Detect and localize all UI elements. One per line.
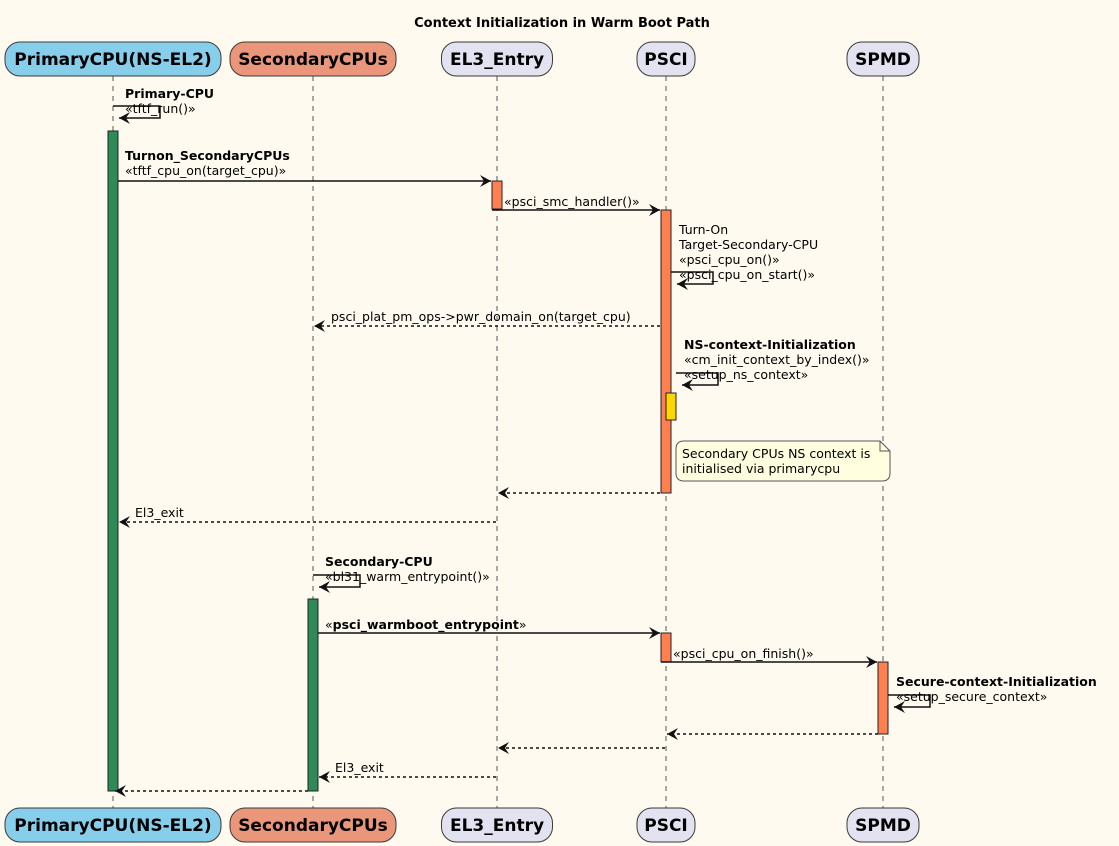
note-text: Secondary CPUs NS context is (682, 446, 870, 461)
participant-label: SPMD (855, 816, 911, 836)
message-m8: El3_exit (119, 505, 496, 528)
message-m9: Secondary-CPU«bl31_warm_entrypoint()» (313, 554, 490, 593)
participant-label: PSCI (644, 50, 688, 70)
participant-psci-top: PSCI (636, 41, 696, 77)
message-m5: psci_plat_pm_ops->pwr_domain_on(target_c… (314, 309, 660, 332)
participant-psci-bottom: PSCI (636, 807, 696, 843)
message-label: «tftf_cpu_on(target_cpu)» (125, 163, 286, 178)
message-m1: Primary-CPU«tftf_run()» (113, 86, 214, 124)
activation-secondary-5 (307, 598, 319, 792)
message-arrow (676, 372, 719, 391)
participant-label: EL3_Entry (450, 816, 544, 836)
message-label: «bl31_warm_entrypoint()» (325, 569, 490, 584)
activation-psci-3 (660, 209, 672, 494)
participant-primary-top: PrimaryCPU(NS-EL2) (4, 41, 222, 77)
participant-label: EL3_Entry (450, 50, 544, 70)
activation-spmd-7 (877, 661, 889, 735)
message-label: Secure-context-Initialization (896, 674, 1097, 689)
message-arrow (313, 574, 361, 593)
participant-label: PrimaryCPU(NS-EL2) (14, 816, 211, 836)
message-m10: «psci_warmboot_entrypoint» (318, 617, 660, 639)
message-m3: «psci_smc_handler()» (492, 194, 660, 216)
participant-label: SPMD (855, 50, 911, 70)
message-label: Turnon_SecondaryCPUs (125, 148, 290, 164)
message-m12: Secure-context-Initialization«setup_secu… (888, 674, 1097, 713)
note: Secondary CPUs NS context isinitialised … (675, 440, 891, 482)
message-label: Primary-CPU (125, 86, 214, 101)
message-label: «setup_secure_context» (896, 689, 1047, 704)
message-label: El3_exit (135, 505, 184, 520)
activation-primary-1 (107, 130, 119, 792)
message-label: El3_exit (335, 760, 384, 775)
message-m2: Turnon_SecondaryCPUs«tftf_cpu_on(target_… (118, 148, 491, 187)
participant-heads: PrimaryCPU(NS-EL2) PrimaryCPU(NS-EL2) Seco… (4, 41, 920, 843)
participant-primary-bottom: PrimaryCPU(NS-EL2) (4, 807, 222, 843)
message-m11: «psci_cpu_on_finish()» (661, 646, 877, 668)
activation-psci-6 (660, 632, 672, 663)
participant-secondary-top: SecondaryCPUs (229, 41, 397, 77)
message-label: «tftf_run()» (125, 101, 196, 116)
messages: Primary-CPU«tftf_run()» Turnon_SecondaryC… (113, 86, 1097, 797)
message-label: Target-Secondary-CPU (678, 237, 818, 252)
message-label: «psci_cpu_on()» (679, 252, 780, 267)
message-label: «cm_init_context_by_index()» (684, 352, 870, 367)
activation-el3-2 (491, 180, 503, 210)
participant-label: SecondaryCPUs (238, 816, 388, 836)
note-text: initialised via primarycpu (682, 461, 840, 476)
message-arrow (671, 271, 714, 290)
participant-label: SecondaryCPUs (238, 50, 388, 70)
activation-psci-4 (665, 392, 677, 421)
diagram-title: Context Initialization in Warm Boot Path (414, 16, 710, 31)
message-label: NS-context-Initialization (684, 337, 856, 352)
message-label: «psci_cpu_on_start()» (679, 267, 815, 282)
participant-spmd-top: SPMD (846, 41, 920, 77)
message-m6: NS-context-Initialization«cm_init_contex… (676, 337, 870, 391)
message-m15: El3_exit (319, 760, 496, 783)
participant-spmd-bottom: SPMD (846, 807, 920, 843)
message-m4: Turn-OnTarget-Secondary-CPU«psci_cpu_on(… (671, 222, 818, 290)
message-label: Turn-On (678, 222, 728, 237)
message-label: «psci_warmboot_entrypoint» (325, 617, 527, 633)
message-label: «setup_ns_context» (684, 367, 808, 382)
participant-label: PSCI (644, 816, 688, 836)
participant-secondary-bottom: SecondaryCPUs (229, 807, 397, 843)
participant-el3-bottom: EL3_Entry (441, 807, 553, 843)
note-box (675, 440, 891, 482)
activation-bars (107, 130, 889, 792)
message-label: Secondary-CPU (325, 554, 433, 569)
participant-el3-top: EL3_Entry (441, 41, 553, 77)
message-label: psci_plat_pm_ops->pwr_domain_on(target_c… (331, 309, 631, 324)
message-label: «psci_cpu_on_finish()» (673, 646, 814, 661)
participant-label: PrimaryCPU(NS-EL2) (14, 50, 211, 70)
message-arrow (113, 105, 161, 124)
message-label: «psci_smc_handler()» (504, 194, 640, 209)
message-arrow (888, 694, 931, 713)
